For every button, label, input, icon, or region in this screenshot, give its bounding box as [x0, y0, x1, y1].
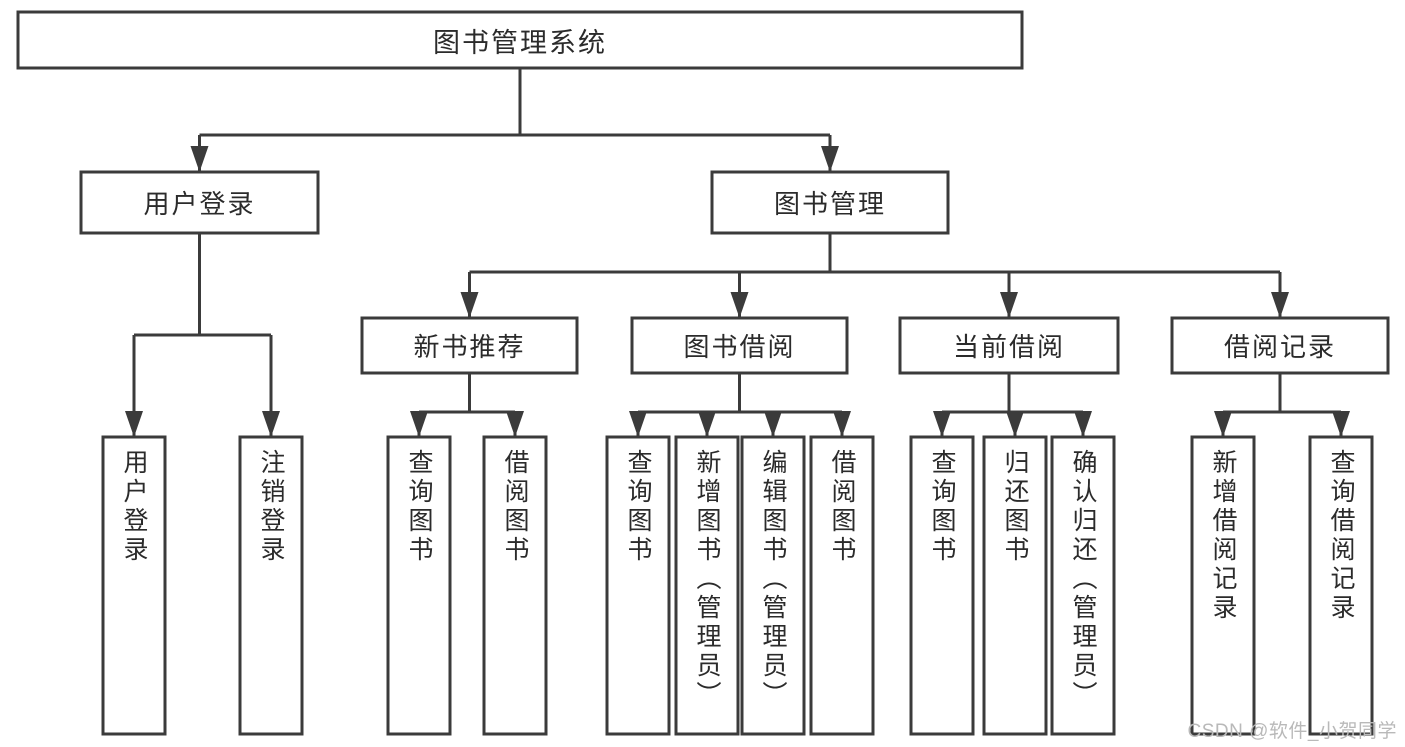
- arrow-head-icon: [730, 292, 749, 318]
- node-box-leaf-borrow-book-2[interactable]: [809, 435, 875, 736]
- node-box-borrow-record[interactable]: [1170, 316, 1390, 375]
- arrow-head-icon: [460, 292, 479, 318]
- node-box-leaf-add-book[interactable]: [674, 435, 740, 736]
- node-box-leaf-edit-book[interactable]: [740, 435, 806, 736]
- arrow-head-icon: [506, 411, 524, 437]
- arrow-head-icon: [698, 411, 716, 437]
- node-box-root[interactable]: [16, 10, 1024, 70]
- arrow-head-icon: [262, 411, 280, 437]
- node-box-leaf-query-book-2[interactable]: [605, 435, 671, 736]
- node-box-book-borrow[interactable]: [630, 316, 849, 375]
- node-box-user-login[interactable]: [79, 170, 320, 235]
- arrow-head-icon: [125, 411, 143, 437]
- arrow-head-icon: [190, 146, 209, 172]
- arrow-head-icon: [1074, 411, 1092, 437]
- connector-layer: [125, 68, 1350, 437]
- arrow-head-icon: [833, 411, 851, 437]
- node-box-current-borrow[interactable]: [898, 316, 1120, 375]
- arrow-head-icon: [1006, 411, 1024, 437]
- node-box-leaf-borrow-book-1[interactable]: [482, 435, 548, 736]
- node-box-leaf-confirm-return[interactable]: [1050, 435, 1116, 736]
- arrow-head-icon: [410, 411, 428, 437]
- arrow-head-icon: [1271, 292, 1289, 318]
- node-box-new-book-rec[interactable]: [360, 316, 579, 375]
- arrow-head-icon: [764, 411, 782, 437]
- node-box-leaf-return-book[interactable]: [982, 435, 1048, 736]
- node-box-leaf-query-book-3[interactable]: [909, 435, 975, 736]
- arrow-head-icon: [629, 411, 647, 437]
- node-box-leaf-query-book-1[interactable]: [386, 435, 452, 736]
- node-box-layer: [16, 10, 1390, 736]
- arrow-head-icon: [821, 146, 839, 172]
- node-box-leaf-user-login[interactable]: [101, 435, 167, 736]
- arrow-head-icon: [933, 411, 951, 437]
- arrow-head-icon: [1332, 411, 1350, 437]
- arrow-head-icon: [1214, 411, 1232, 437]
- node-box-leaf-logout[interactable]: [238, 435, 304, 736]
- node-box-leaf-query-record[interactable]: [1308, 435, 1374, 736]
- node-box-book-manage[interactable]: [710, 170, 950, 235]
- node-box-leaf-add-record[interactable]: [1190, 435, 1256, 736]
- arrow-head-icon: [1000, 292, 1018, 318]
